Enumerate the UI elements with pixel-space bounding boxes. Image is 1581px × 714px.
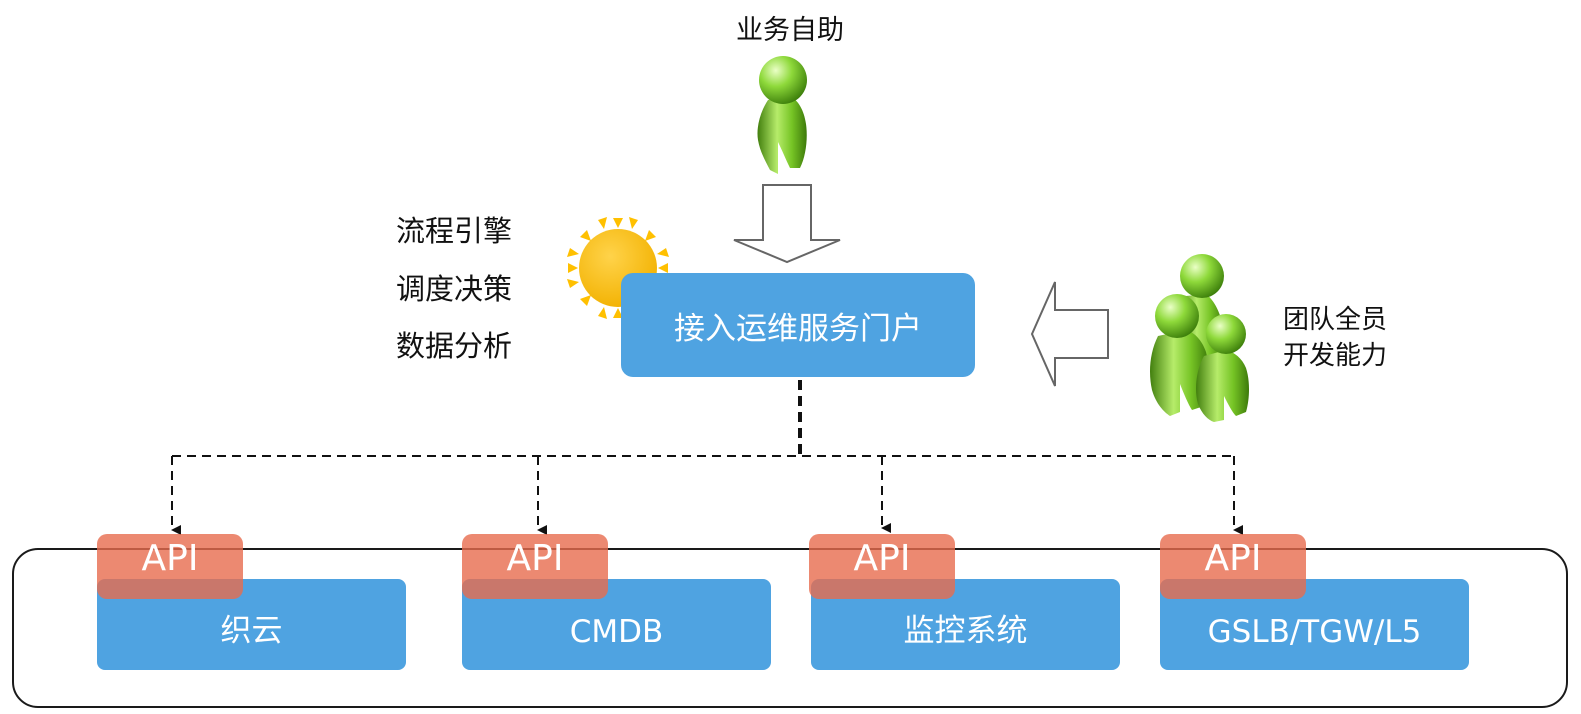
system-label: CMDB [569,614,664,650]
hollow-down-arrow-icon [733,184,841,264]
self-service-label: 业务自助 [736,15,844,46]
engine-line-analytics: 数据分析 [396,329,513,363]
ops-portal-label: 接入运维服务门户 [674,310,922,347]
single-user-icon [757,56,807,174]
user-group-icon [1150,254,1249,422]
team-line-dev-capability: 开发能力 [1283,341,1388,371]
engine-line-workflow: 流程引擎 [396,214,513,248]
system-box-zhiyun[interactable]: 织云 [97,579,406,670]
connector-lines [171,380,1243,535]
team-line-all-members: 团队全员 [1283,305,1388,335]
api-badge-monitoring: API [809,534,955,599]
api-badge-gslb: API [1160,534,1306,599]
platform-container [12,548,1568,708]
hollow-left-arrow-icon [1030,281,1109,387]
engine-line-scheduling: 调度决策 [396,272,513,306]
api-badge-cmdb: API [462,534,608,599]
ops-portal-box[interactable]: 接入运维服务门户 [621,273,975,377]
system-label: GSLB/TGW/L5 [1207,614,1422,650]
system-label: 织云 [220,613,283,649]
api-badge-zhiyun: API [97,534,243,599]
system-label: 监控系统 [903,613,1028,649]
